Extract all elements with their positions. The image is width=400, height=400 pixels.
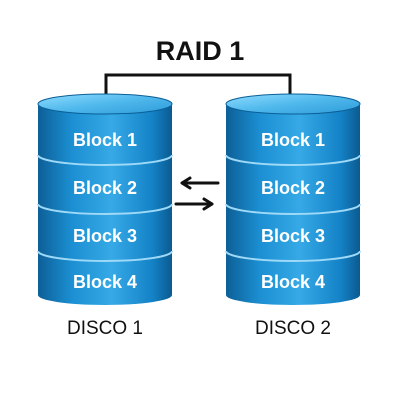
disk-2: Block 1 Block 2 Block 3 Block 4 bbox=[225, 93, 361, 305]
disk-2-block-4: Block 4 bbox=[261, 272, 325, 292]
diagram-title: RAID 1 bbox=[155, 36, 245, 66]
disk-1-separator-2 bbox=[37, 203, 173, 215]
disk-2-block-2: Block 2 bbox=[261, 178, 325, 198]
disk-1-block-2: Block 2 bbox=[73, 178, 137, 198]
disk-1-body bbox=[38, 104, 172, 305]
disk-1-block-3: Block 3 bbox=[73, 226, 137, 246]
disk-1: Block 1 Block 2 Block 3 Block 4 bbox=[37, 93, 173, 305]
disk-2-separator-2 bbox=[225, 203, 361, 215]
disk-2-separator-3 bbox=[225, 250, 361, 262]
disk-1-separator-3 bbox=[37, 250, 173, 262]
mirror-bracket bbox=[104, 73, 292, 105]
disk-2-top bbox=[225, 93, 361, 115]
disk-1-label: DISCO 1 bbox=[66, 318, 144, 339]
disk-1-block-1: Block 1 bbox=[73, 130, 137, 150]
disk-1-separator-1 bbox=[37, 154, 173, 166]
arrow-left-icon bbox=[180, 176, 220, 190]
disk-2-block-3: Block 3 bbox=[261, 226, 325, 246]
disk-1-top bbox=[37, 93, 173, 115]
disk-2-label: DISCO 2 bbox=[254, 318, 332, 339]
disk-2-block-1: Block 1 bbox=[261, 130, 325, 150]
disk-2-body bbox=[226, 104, 360, 305]
mirror-arrows bbox=[174, 176, 220, 211]
disk-1-block-4: Block 4 bbox=[73, 272, 137, 292]
arrow-right-icon bbox=[174, 197, 214, 211]
disk-2-separator-1 bbox=[225, 154, 361, 166]
